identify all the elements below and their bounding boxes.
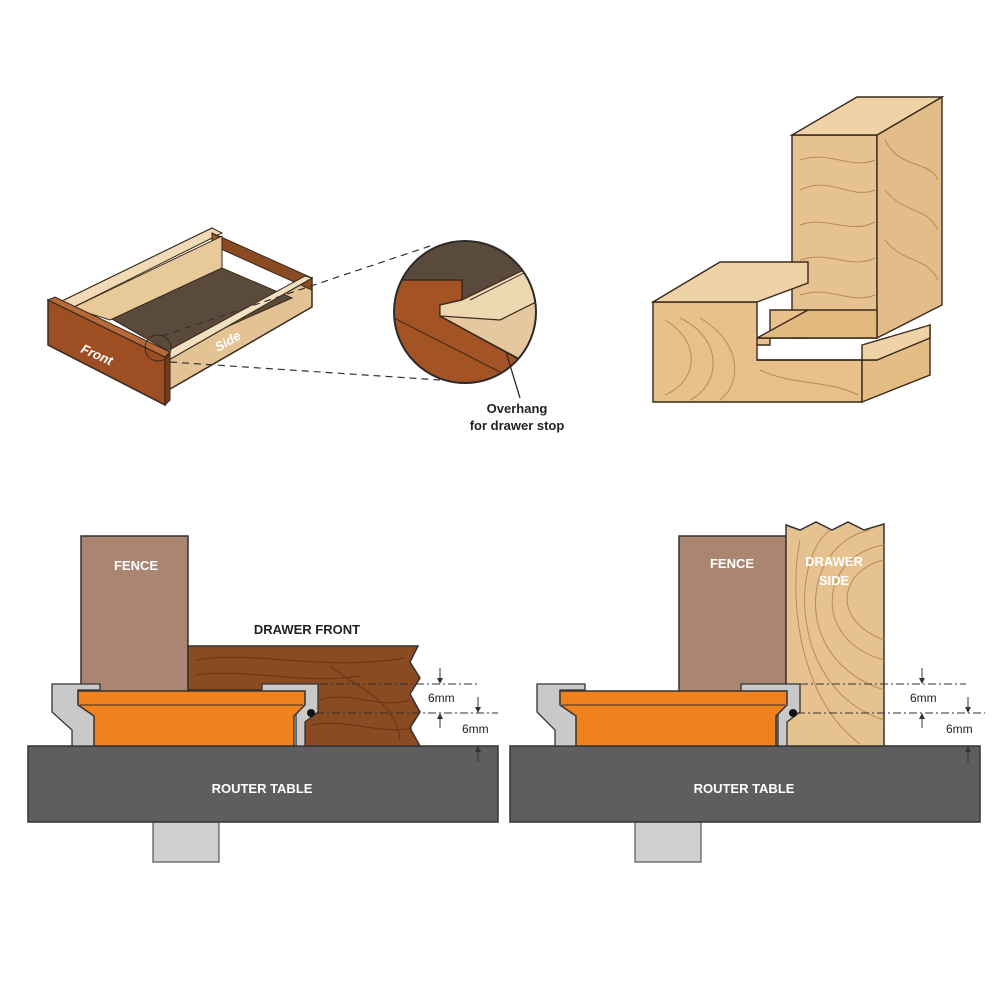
detail-leader-bottom xyxy=(169,361,441,381)
fence-label-right: FENCE xyxy=(710,556,754,571)
dim-upper-label-right: 6mm xyxy=(910,691,937,705)
setup-drawer-side: ROUTER TABLE FENCE DRAWER SIDE 6mm xyxy=(509,521,985,863)
router-table-label-right: ROUTER TABLE xyxy=(694,781,795,796)
lock-joint-illustration xyxy=(650,95,945,404)
dim-upper-label-left: 6mm xyxy=(428,691,455,705)
workpiece-label-side-2: SIDE xyxy=(819,573,850,588)
workpiece-label-front: DRAWER FRONT xyxy=(254,622,360,637)
detail-marker-circle xyxy=(144,334,172,362)
vertical-board-front xyxy=(791,134,878,339)
router-bit-cutter-right xyxy=(559,690,788,747)
router-shaft-left xyxy=(152,821,220,863)
detail-bubble: Overhang for drawer stop xyxy=(393,240,565,433)
router-shaft-right xyxy=(634,821,702,863)
router-table-label-left: ROUTER TABLE xyxy=(212,781,313,796)
router-table-right xyxy=(509,745,981,823)
drawer-front-edge xyxy=(164,350,171,407)
bearing-dot-left xyxy=(307,709,315,717)
drawer-side-workpiece xyxy=(785,521,885,747)
drawer-inner-side xyxy=(70,235,223,321)
vertical-board-side xyxy=(876,95,943,340)
fence-label-left: FENCE xyxy=(114,558,158,573)
dim-lower-label-right: 6mm xyxy=(946,722,973,736)
horizontal-board-top xyxy=(650,261,809,303)
router-bit-cutter-left xyxy=(77,690,306,747)
workpiece-label-side-1: DRAWER xyxy=(805,554,863,569)
vertical-board-top xyxy=(789,96,945,136)
setup-drawer-front: ROUTER TABLE FENCE DRAWER FRONT 6mm xyxy=(27,535,499,863)
callout-line-1: Overhang xyxy=(487,401,548,416)
callout-line-2: for drawer stop xyxy=(470,418,565,433)
callout-pointer xyxy=(505,351,521,399)
bearing-dot-right xyxy=(789,709,797,717)
dim-lower-label-left: 6mm xyxy=(462,722,489,736)
drawer-illustration: Front Side xyxy=(46,227,314,407)
horizontal-board-tongue xyxy=(756,309,878,339)
